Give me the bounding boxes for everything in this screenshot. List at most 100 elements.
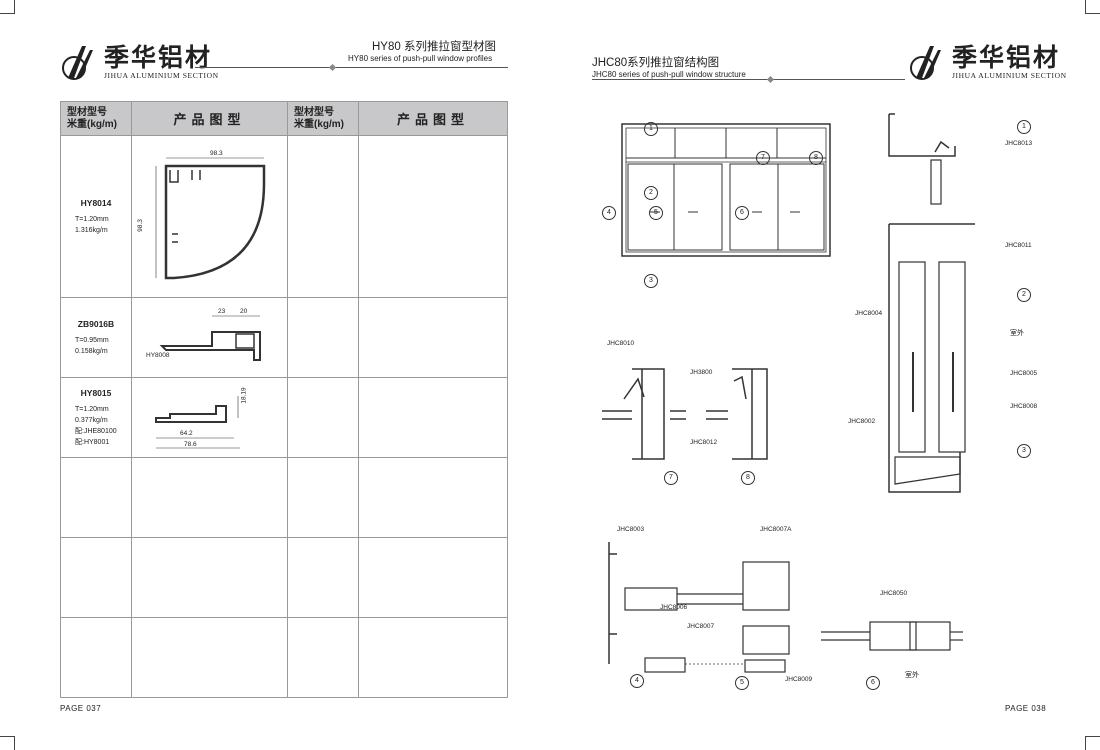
label-jhc8010: JHC8010 xyxy=(607,340,635,347)
brand-emblem-icon xyxy=(62,46,93,80)
empty-cell xyxy=(287,617,359,698)
dim-b: 20 xyxy=(240,308,248,315)
empty-cell xyxy=(358,457,508,538)
label-outdoor-2: 室外 xyxy=(905,672,919,679)
callout-1: 1 xyxy=(644,122,658,136)
empty-cell xyxy=(358,617,508,698)
header-rule xyxy=(195,67,508,68)
right-page: JHC80系列推拉窗结构图 JHC80 series of push-pull … xyxy=(550,14,1100,736)
empty-cell xyxy=(287,297,359,378)
empty-cell xyxy=(358,297,508,378)
profile-weight: 0.377kg/m xyxy=(75,416,108,424)
callout-7: 7 xyxy=(756,151,770,165)
label-jhc8007a: JHC8007A xyxy=(760,526,792,533)
table-row xyxy=(60,617,508,698)
empty-cell xyxy=(131,457,288,538)
label-jhc8008: JHC8008 xyxy=(1010,403,1038,410)
section-callout-2: 2 xyxy=(1017,288,1031,302)
callout-4: 4 xyxy=(602,206,616,220)
col-header-figure-2: 产品图型 xyxy=(358,101,508,136)
empty-cell xyxy=(358,135,508,298)
dim-outer: 78.6 xyxy=(184,441,197,448)
profile-code: ZB9016B xyxy=(77,318,115,329)
profile-figure-hy8014: 98.3 98.3 xyxy=(131,135,288,298)
empty-cell xyxy=(60,617,132,698)
profile-figure-hy8015: 64.2 78.6 18.19 xyxy=(131,377,288,458)
dim-inner: 64.2 xyxy=(180,430,193,437)
table-row: HY8014 T=1.20mm 1.316kg/m 98.3 98.3 xyxy=(60,135,508,298)
section-callout-3: 3 xyxy=(1017,444,1031,458)
col-header-model-2-line2: 米重(kg/m) xyxy=(294,118,344,130)
section-callout-4: 4 xyxy=(630,674,644,688)
brand-logo: 季华铝材 JIHUA ALUMINIUM SECTION xyxy=(60,42,219,82)
profile-thickness: T=1.20mm xyxy=(75,405,109,413)
label-jhc8002: JHC8002 xyxy=(848,418,876,425)
profile-table: 型材型号米重(kg/m) 产品图型 型材型号米重(kg/m) 产品图型 HY80… xyxy=(60,101,508,698)
brand-emblem-icon xyxy=(910,46,941,80)
profile-drawing-hy8015 xyxy=(155,396,240,449)
profile-info-hy8014: HY8014 T=1.20mm 1.316kg/m xyxy=(60,135,132,298)
page-subtitle: JHC80 series of push-pull window structu… xyxy=(592,70,746,79)
table-row: HY8015 T=1.20mm 0.377kg/m 配:JHE80100 配:H… xyxy=(60,377,508,458)
crop-mark xyxy=(0,13,14,14)
col-header-model: 型材型号米重(kg/m) xyxy=(60,101,132,136)
profile-weight: 0.158kg/m xyxy=(75,347,108,355)
callout-2: 2 xyxy=(644,186,658,200)
label-jhc8013: JHC8013 xyxy=(1005,140,1033,147)
empty-cell xyxy=(131,617,288,698)
col-header-model-line2: 米重(kg/m) xyxy=(67,118,117,130)
brand-name-cn: 季华铝材 xyxy=(952,42,1061,72)
crop-mark xyxy=(0,736,14,737)
table-row xyxy=(60,457,508,538)
table-header-row: 型材型号米重(kg/m) 产品图型 型材型号米重(kg/m) 产品图型 xyxy=(60,101,508,136)
detail-callout-7: 7 xyxy=(664,471,678,485)
label-jhc8005: JHC8005 xyxy=(1010,370,1038,377)
table-row: ZB9016B T=0.95mm 0.158kg/m 23 20 HY8008 xyxy=(60,297,508,378)
profile-match-2: 配:HY8001 xyxy=(75,438,110,446)
table-row xyxy=(60,537,508,618)
page-title: HY80 系列推拉窗型材图 xyxy=(372,41,496,53)
empty-cell xyxy=(287,377,359,458)
label-jhc8012: JHC8012 xyxy=(690,439,718,446)
profile-drawing-zb9016b xyxy=(159,315,261,361)
horizontal-section-drawing xyxy=(608,542,963,673)
profile-code: HY8015 xyxy=(80,387,112,398)
section-callout-1: 1 xyxy=(1017,120,1031,134)
detail-callout-8: 8 xyxy=(741,471,755,485)
profile-drawing-hy8014 xyxy=(155,157,266,280)
callout-6: 6 xyxy=(735,206,749,220)
detail-7-8-drawing xyxy=(602,368,768,460)
brand-logo: 季华铝材 JIHUA ALUMINIUM SECTION xyxy=(908,42,1067,82)
profile-weight: 1.316kg/m xyxy=(75,226,108,234)
label-jhc8009: JHC8009 xyxy=(785,676,813,683)
col-header-model-line1: 型材型号 xyxy=(67,106,107,118)
brand-name-en: JIHUA ALUMINIUM SECTION xyxy=(104,70,219,80)
col-header-model-2-line1: 型材型号 xyxy=(294,106,334,118)
empty-cell xyxy=(358,377,508,458)
header-rule-dot xyxy=(766,75,775,84)
profile-figure-zb9016b: 23 20 HY8008 xyxy=(131,297,288,378)
dim-side: 18.19 xyxy=(240,387,248,404)
profile-info-zb9016b: ZB9016B T=0.95mm 0.158kg/m xyxy=(60,297,132,378)
label-jhc8004: JHC8004 xyxy=(855,310,883,317)
empty-cell xyxy=(60,457,132,538)
brand-name-en: JIHUA ALUMINIUM SECTION xyxy=(952,70,1067,80)
empty-cell xyxy=(287,135,359,298)
empty-cell xyxy=(287,457,359,538)
label-jhc8003: JHC8003 xyxy=(617,526,645,533)
profile-match-1: 配:JHE80100 xyxy=(75,427,117,435)
crop-mark xyxy=(14,736,15,750)
callout-8: 8 xyxy=(809,151,823,165)
callout-3: 3 xyxy=(644,274,658,288)
left-page: 季华铝材 JIHUA ALUMINIUM SECTION HY80 系列推拉窗型… xyxy=(0,14,550,736)
empty-cell xyxy=(131,537,288,618)
empty-cell xyxy=(287,537,359,618)
crop-mark xyxy=(1085,736,1086,750)
callout-5: 5 xyxy=(649,206,663,220)
page-number: PAGE 037 xyxy=(60,704,102,713)
crop-mark xyxy=(1085,0,1086,14)
label-outdoor: 室外 xyxy=(1010,330,1024,337)
header-rule xyxy=(592,79,905,80)
profile-info-hy8015: HY8015 T=1.20mm 0.377kg/m 配:JHE80100 配:H… xyxy=(60,377,132,458)
col-header-figure: 产品图型 xyxy=(131,101,288,136)
